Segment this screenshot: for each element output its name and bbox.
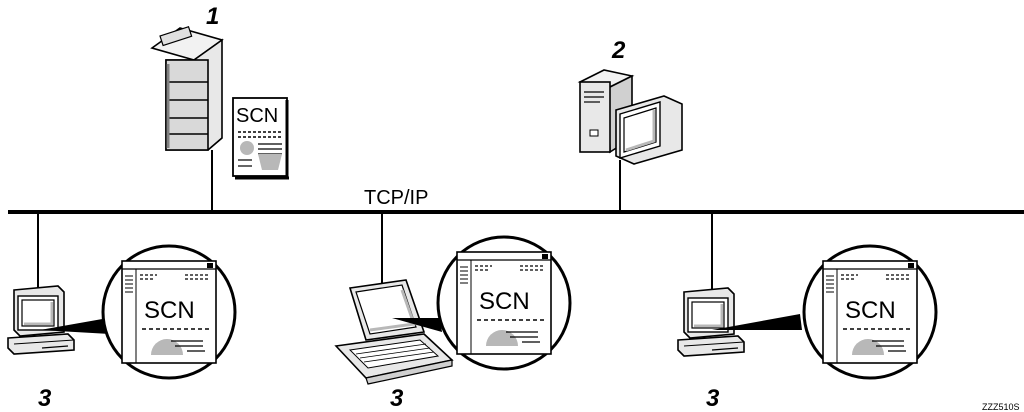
callout-client-middle: 3 bbox=[390, 385, 404, 412]
client-middle-zoomed-screen: SCN bbox=[436, 235, 572, 371]
document-label: SCN bbox=[236, 105, 278, 127]
client-right-zoomed-screen: SCN bbox=[802, 244, 938, 380]
callout-device: 1 bbox=[206, 3, 219, 30]
client-right-computer-icon bbox=[676, 286, 746, 358]
client-left-zoom-pointer bbox=[40, 318, 110, 334]
client-left-computer-icon bbox=[6, 284, 76, 356]
client-left-screen-label: SCN bbox=[144, 297, 195, 324]
client-middle-zoom-pointer bbox=[392, 318, 442, 332]
client-right-zoom-pointer bbox=[712, 314, 802, 330]
client-left-zoomed-screen: SCN bbox=[101, 244, 237, 380]
server-icon bbox=[577, 69, 683, 165]
scanned-document-icon: SCN bbox=[232, 97, 289, 180]
callout-server: 2 bbox=[611, 37, 626, 64]
multifunction-device-icon bbox=[150, 25, 224, 151]
client-middle-screen-label: SCN bbox=[479, 288, 530, 315]
callout-client-left: 3 bbox=[38, 385, 52, 412]
client-right-screen-label: SCN bbox=[845, 297, 896, 324]
callout-client-right: 3 bbox=[706, 385, 720, 412]
network-label: TCP/IP bbox=[364, 187, 428, 209]
client-middle-laptop-icon bbox=[334, 279, 454, 385]
figure-code: ZZZ510S bbox=[982, 402, 1020, 412]
